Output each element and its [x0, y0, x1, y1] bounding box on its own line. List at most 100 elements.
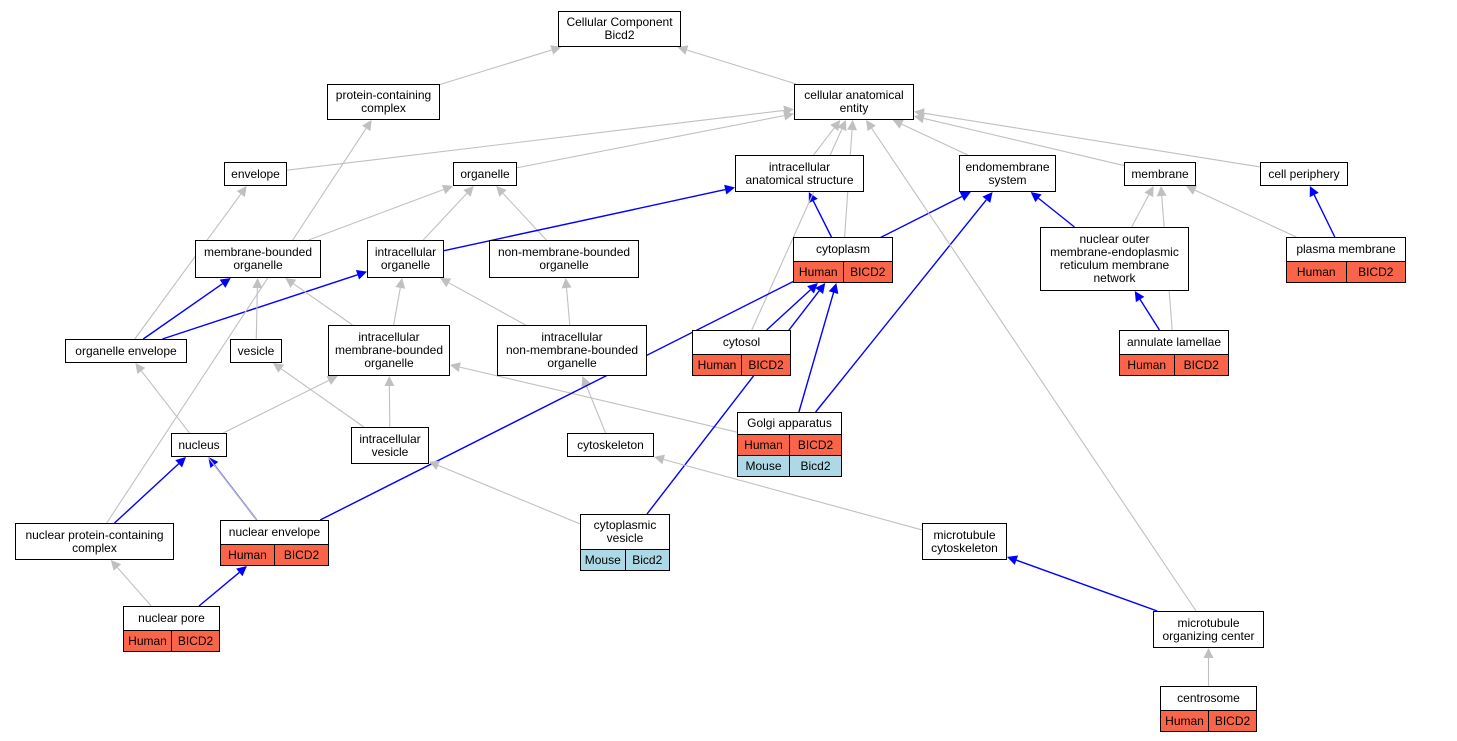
- edge-part-of: [1016, 559, 1158, 612]
- edge-arrowhead: [807, 283, 818, 294]
- edge-arrowhead: [285, 278, 297, 288]
- node-label-line: organelle envelope: [75, 343, 177, 358]
- edge-part-of: [815, 199, 987, 413]
- edge-arrowhead: [355, 270, 367, 280]
- node-label-line: endomembrane: [965, 159, 1050, 174]
- edge-arrowhead: [135, 363, 146, 374]
- node-oe: organelle envelope: [65, 339, 187, 363]
- node-label: nuclear envelope: [221, 521, 328, 544]
- edge-is-a: [923, 117, 1125, 167]
- node-label-line: complex: [361, 101, 406, 115]
- node-label-line: membrane-bounded: [334, 343, 444, 357]
- edge-part-of: [766, 289, 811, 331]
- node-label: nucleus: [172, 434, 226, 456]
- node-label-line: organelle: [539, 258, 589, 272]
- edge-is-a: [280, 368, 365, 428]
- node-label-line: entity: [839, 101, 869, 115]
- gene-cell: BICD2: [741, 355, 790, 375]
- edge-is-a: [422, 192, 468, 241]
- edge-arrowhead: [828, 283, 839, 294]
- edge-arrowhead: [252, 278, 263, 289]
- species-cell: Human: [1127, 358, 1167, 372]
- edge-arrowhead: [837, 120, 847, 132]
- node-label-line: cytoskeleton: [931, 540, 998, 555]
- edge-arrowhead: [581, 376, 591, 388]
- edge-arrowhead: [724, 184, 735, 195]
- node-label-line: intracellular: [358, 330, 420, 344]
- edge-arrowhead: [1144, 186, 1154, 198]
- edge-arrowhead: [1309, 186, 1319, 198]
- node-label-line: vesicle: [237, 343, 275, 358]
- species-cell: Human: [1296, 265, 1336, 279]
- edge-is-a: [686, 49, 797, 85]
- edge-arrowhead: [361, 120, 372, 132]
- edge-arrowhead: [236, 186, 247, 198]
- species-cell: Human: [798, 265, 838, 279]
- edge-part-of: [798, 292, 835, 413]
- edge-arrowhead: [110, 560, 122, 571]
- edge-is-a: [286, 109, 785, 171]
- edge-is-a: [813, 127, 835, 156]
- node-label-line: cytoplasm: [815, 242, 871, 256]
- node-label-line: reticulum membrane: [1059, 258, 1170, 272]
- node-label: centrosome: [1161, 687, 1256, 710]
- node-label-line: non-membrane-bounded: [505, 343, 639, 357]
- node-label-line: intracellular: [541, 330, 603, 344]
- node-label-line: cytoskeleton: [577, 437, 644, 452]
- node-mem: membrane: [1124, 162, 1196, 186]
- edge-arrowhead: [219, 278, 231, 288]
- species-cell: Mouse: [745, 459, 782, 473]
- edge-is-a: [565, 287, 571, 326]
- edge-is-a: [134, 193, 242, 340]
- edge-arrowhead: [914, 108, 925, 119]
- species-cell: Human: [744, 438, 783, 452]
- node-label: membrane: [1125, 163, 1195, 185]
- edge-arrowhead: [1007, 555, 1019, 565]
- edge-is-a: [222, 379, 330, 434]
- node-label: plasma membrane: [1287, 238, 1405, 261]
- node-label-line: membrane-endoplasmic: [1050, 245, 1179, 259]
- node-label: nuclear pore: [124, 607, 219, 630]
- node-label-line: nuclear envelope: [228, 525, 321, 539]
- edge-part-of: [1139, 299, 1161, 331]
- node-label-line: organelle: [460, 166, 510, 181]
- node-label-line: intracellular: [768, 159, 831, 174]
- edge-arrowhead: [441, 184, 453, 195]
- edge-arrowhead: [783, 110, 794, 121]
- edge-is-a: [448, 282, 526, 326]
- edge-arrowhead: [1185, 185, 1198, 195]
- gene-cell: Bicd2: [624, 550, 670, 570]
- edge-is-a: [106, 128, 367, 524]
- edge-is-a: [502, 192, 547, 241]
- node-label-line: membrane-bounded: [203, 245, 313, 259]
- edge-part-of: [198, 571, 240, 607]
- edge-arrowhead: [440, 278, 452, 288]
- node-label-line: annulate lamellae: [1126, 335, 1222, 349]
- node-label: Golgi apparatus: [738, 413, 841, 434]
- node-label-line: intracellular: [374, 245, 437, 259]
- species-cell: Human: [228, 548, 267, 562]
